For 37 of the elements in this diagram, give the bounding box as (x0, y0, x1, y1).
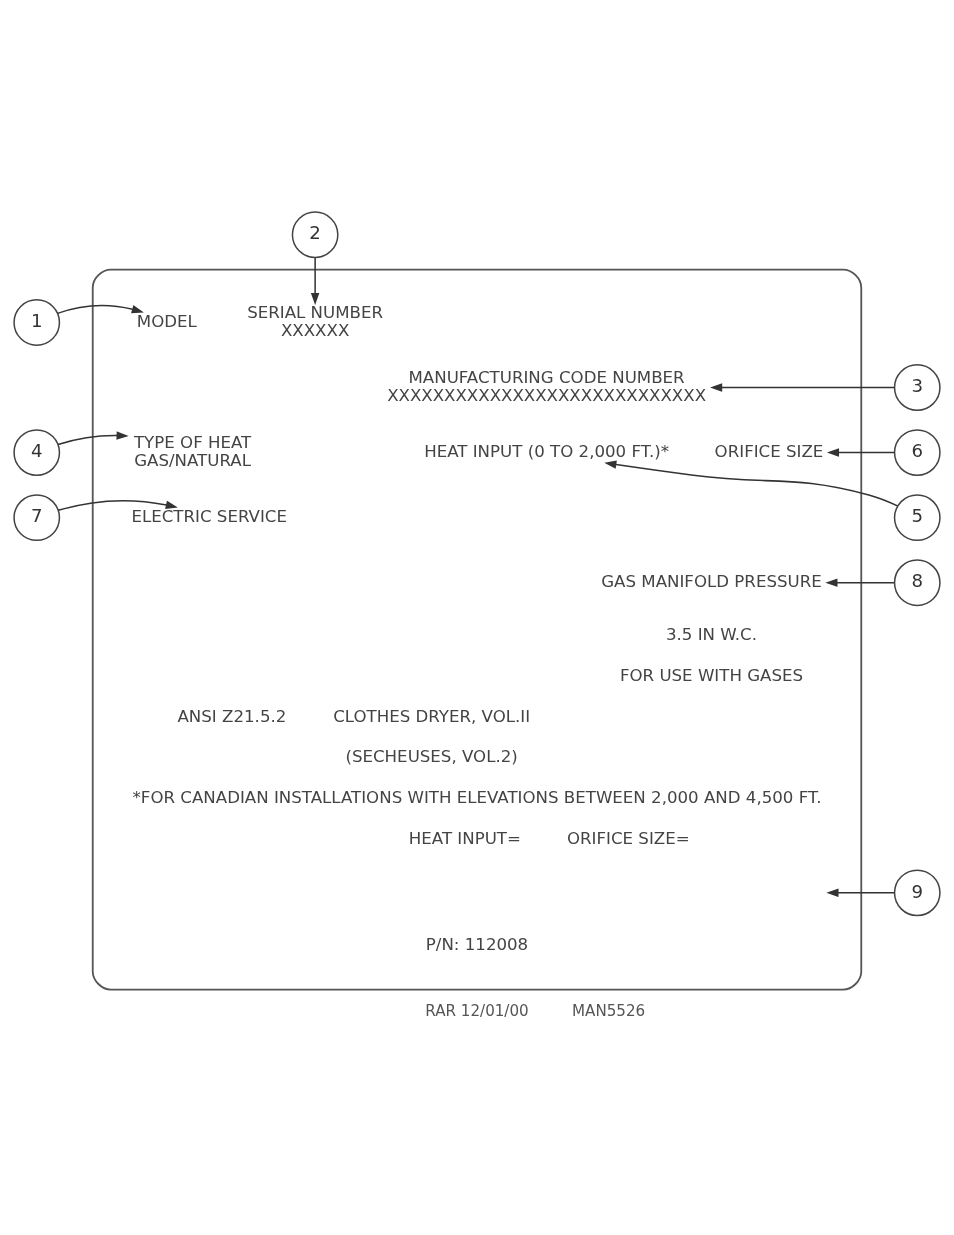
node-circle: 6 (893, 429, 941, 477)
node-circle: 2 (291, 211, 339, 259)
label: HEAT INPUT= (408, 829, 521, 849)
arrow (57, 431, 129, 446)
node-circle: 4 (13, 429, 61, 477)
label: FOR USE WITH GASES (619, 665, 804, 685)
node-text: SERIAL NUMBER XXXXXX (247, 302, 384, 340)
node-text: MODEL (136, 311, 197, 331)
label: CLOTHES DRYER, VOL.II (333, 706, 531, 726)
node-text: MANUFACTURING CODE NUMBER XXXXXXXXXXXXXXXXXXXXXXXXXXXX (387, 367, 707, 405)
arrow (310, 256, 320, 306)
arrow (825, 578, 895, 587)
node-circle: 8 (893, 559, 941, 607)
node-circle: 5 (893, 494, 941, 542)
node-circle: 7 (13, 494, 61, 542)
arrow (56, 304, 144, 315)
node-circle: 9 (893, 869, 941, 917)
node-circle: 1 (13, 299, 61, 346)
arrow (604, 460, 899, 507)
node-text: ORIFICE SIZE (714, 441, 824, 461)
label: ANSI Z21.5.2 (177, 706, 287, 726)
label: ORIFICE SIZE= (566, 829, 690, 849)
label: (SECHEUSES, VOL.2) (345, 747, 518, 767)
label: 3.5 IN W.C. (665, 624, 758, 644)
label: *FOR CANADIAN INSTALLATIONS WITH ELEVATIONS BETWEEN 2,000 AND 4,500 FT. (132, 788, 822, 808)
cluster (91, 268, 863, 991)
arrow (710, 383, 896, 392)
label: RAR 12/01/00 (425, 1002, 529, 1021)
node-text: ELECTRIC SERVICE (131, 506, 287, 526)
label: P/N: 112008 (425, 935, 529, 955)
node-circle: 3 (893, 364, 941, 411)
label: MAN5526 (572, 1002, 646, 1021)
node-text: TYPE OF HEAT GAS/NATURAL (133, 432, 252, 470)
arrow (826, 448, 896, 457)
arrow (57, 499, 178, 511)
node-text: HEAT INPUT (0 TO 2,000 FT.)* (424, 441, 669, 461)
node-text: GAS MANIFOLD PRESSURE (601, 571, 822, 591)
